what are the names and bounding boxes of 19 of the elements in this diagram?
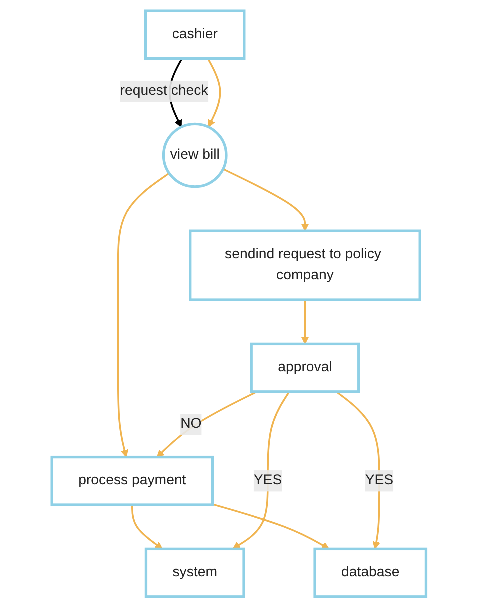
node-box: system xyxy=(144,547,246,598)
arrow xyxy=(212,503,330,550)
edge-label: NO xyxy=(180,416,202,432)
edge-label: YES xyxy=(365,472,394,488)
node-circle: view bill xyxy=(162,122,228,188)
node-box: cashier xyxy=(144,9,246,60)
node-box: approval xyxy=(250,342,360,393)
arrow xyxy=(222,168,309,231)
node-box: process payment xyxy=(50,455,214,506)
node-box: sendind request to policy company xyxy=(188,229,422,301)
arrow xyxy=(131,504,163,550)
edge-label: YES xyxy=(254,472,282,488)
arrow xyxy=(301,300,309,344)
edge-label: request check xyxy=(120,83,208,98)
arrow xyxy=(117,172,170,458)
arrow xyxy=(207,58,222,128)
arrow xyxy=(156,390,258,458)
node-box: database xyxy=(314,547,428,598)
arrow xyxy=(232,390,290,550)
